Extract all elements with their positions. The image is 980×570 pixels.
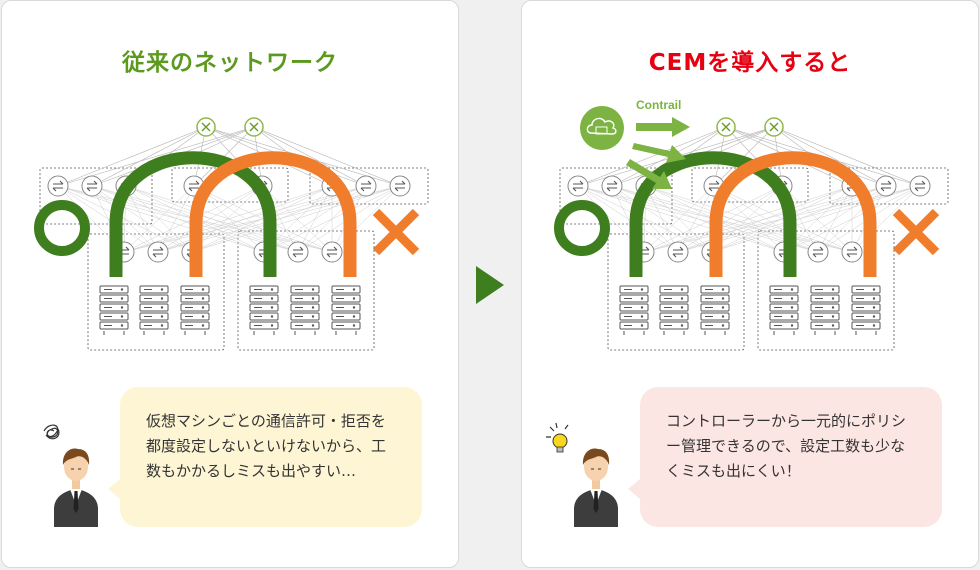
- speech-bubble: コントローラーから一元的にポリシー管理できるので、設定工数も少なくミスも出にくい…: [628, 387, 942, 527]
- speech-bubble: 仮想マシンごとの通信許可・拒否を都度設定しないといけないから、工数もかかるしミス…: [108, 387, 422, 527]
- group-box: [757, 230, 895, 351]
- contrail-arrow-icon: [632, 143, 686, 163]
- server-rack-icon: [331, 285, 361, 335]
- spine-switch-icon: [716, 117, 736, 137]
- spine-switch-icon: [764, 117, 784, 137]
- leaf-switch-icon: [147, 241, 169, 263]
- server-rack-icon: [99, 285, 129, 335]
- leaf-switch-icon: [321, 241, 343, 263]
- server-rack-icon: [139, 285, 169, 335]
- next-arrow-icon: [476, 266, 504, 304]
- server-rack-icon: [810, 285, 840, 335]
- person-icon: [54, 448, 98, 527]
- server-rack-icon: [851, 285, 881, 335]
- bubble-text: コントローラーから一元的にポリシー管理できるので、設定工数も少なくミスも出にくい…: [666, 412, 907, 480]
- panel-traditional-network: 従来のネットワーク 仮想マシンごとの通信許可・拒否を都度設定しないといけないから…: [1, 0, 459, 568]
- server-rack-icon: [290, 285, 320, 335]
- spine-switch-icon: [196, 117, 216, 137]
- panel-title: 従来のネットワーク: [122, 50, 338, 76]
- connection-arch-green: [629, 151, 797, 277]
- lightbulb-icon: [546, 422, 569, 453]
- leaf-switch-icon: [807, 241, 829, 263]
- confused-scribble-icon: [43, 424, 60, 440]
- server-rack-icon: [659, 285, 689, 335]
- group-box: [237, 230, 375, 351]
- network-diagram: Contrail: [554, 98, 949, 351]
- ng-cross-icon: [892, 208, 940, 256]
- speech-bubble-tail: [108, 479, 120, 499]
- panel-cem-network: CEMを導入すると Contrail コントローラーから一元的にポリシー管理でき…: [521, 0, 979, 568]
- ok-circle-icon: [34, 200, 90, 256]
- leaf-switch-icon: [287, 241, 309, 263]
- server-rack-icon: [700, 285, 730, 335]
- group-box: [309, 167, 429, 205]
- leaf-switch-icon: [81, 175, 103, 197]
- speech-bubble-tail: [628, 479, 640, 499]
- connection-arch-orange: [709, 151, 877, 277]
- bubble-text: 仮想マシンごとの通信許可・拒否を都度設定しないといけないから、工数もかかるしミス…: [146, 412, 387, 480]
- panel-title: CEMを導入すると: [648, 50, 852, 76]
- leaf-switch-icon: [875, 175, 897, 197]
- leaf-switch-icon: [909, 175, 931, 197]
- ng-cross-icon: [372, 208, 420, 256]
- contrail-label: Contrail: [636, 98, 681, 112]
- contrail-arrow-icon: [636, 117, 690, 137]
- cloud-controller-icon: [580, 106, 624, 150]
- businessman-figure: [546, 422, 618, 527]
- network-diagram: [34, 117, 429, 351]
- group-box: [829, 167, 949, 205]
- connection-arch-green: [109, 151, 277, 277]
- leaf-switch-icon: [355, 175, 377, 197]
- server-rack-icon: [249, 285, 279, 335]
- leaf-switch-icon: [389, 175, 411, 197]
- leaf-switch-icon: [667, 241, 689, 263]
- businessman-figure: [43, 424, 98, 527]
- server-rack-icon: [619, 285, 649, 335]
- leaf-switch-icon: [567, 175, 589, 197]
- ok-circle-icon: [554, 200, 610, 256]
- contrail-arrow-icon: [626, 159, 672, 189]
- leaf-switch-icon: [601, 175, 623, 197]
- leaf-switch-icon: [47, 175, 69, 197]
- person-icon: [574, 448, 618, 527]
- leaf-switch-icon: [841, 241, 863, 263]
- server-rack-icon: [769, 285, 799, 335]
- server-rack-icon: [180, 285, 210, 335]
- spine-switch-icon: [244, 117, 264, 137]
- connection-arch-orange: [189, 151, 357, 277]
